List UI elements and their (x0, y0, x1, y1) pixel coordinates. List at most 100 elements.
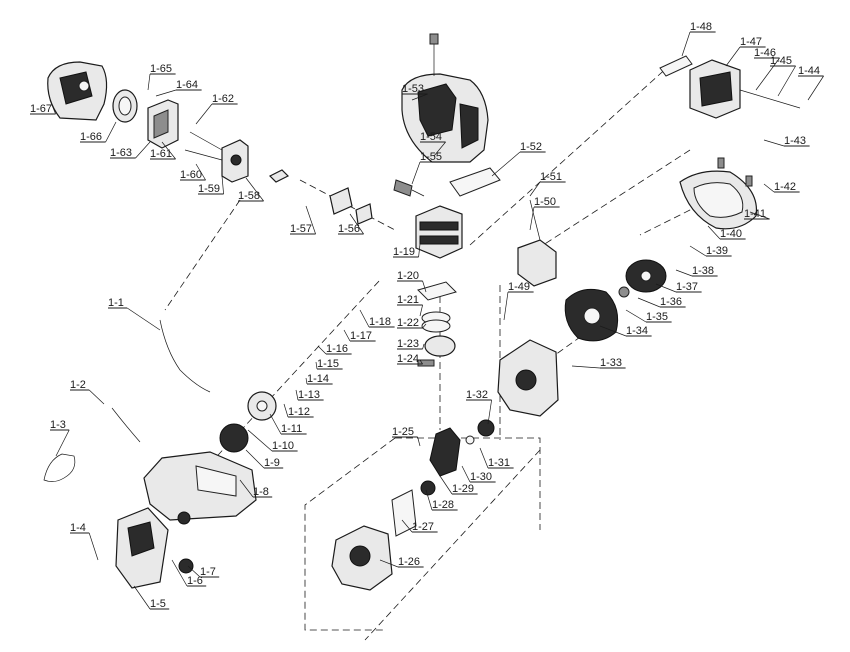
callout-leader-1-57 (305, 205, 316, 235)
callout-label-1-32: 1-32 (466, 389, 488, 401)
callout-label-1-35: 1-35 (646, 311, 668, 323)
callout-label-1-48: 1-48 (690, 21, 712, 33)
part-ignition-coil (517, 199, 557, 287)
callout-leader-1-45 (777, 65, 796, 97)
callout-label-1-59: 1-59 (198, 183, 220, 195)
callout-label-1-9: 1-9 (264, 457, 280, 469)
part-clutch (618, 259, 667, 298)
part-muffler (659, 55, 801, 119)
callout-leader-1-23 (422, 343, 425, 350)
callout-leader-1-63 (135, 141, 151, 159)
callout-leader-1-67 (49, 99, 56, 115)
callout-leader-1-59 (221, 175, 224, 195)
callout-leader-1-46 (755, 57, 780, 91)
callout-label-1-66: 1-66 (80, 131, 102, 143)
callout-label-1-8: 1-8 (253, 486, 269, 498)
callout-leader-1-66 (105, 121, 117, 143)
callout-label-1-16: 1-16 (326, 343, 348, 355)
callout-label-1-47: 1-47 (740, 36, 762, 48)
callout-label-1-34: 1-34 (626, 325, 648, 337)
part-crankcase-gasket (391, 489, 417, 537)
callout-leader-1-3 (55, 429, 70, 457)
callout-leader-1-37 (655, 283, 677, 293)
callout-label-1-43: 1-43 (784, 135, 806, 147)
callout-label-1-30: 1-30 (470, 471, 492, 483)
callout-label-1-3: 1-3 (50, 419, 66, 431)
callout-label-1-49: 1-49 (508, 281, 530, 293)
callout-leader-1-53 (411, 93, 428, 101)
part-air-filter-cover (47, 61, 108, 121)
callout-leader-1-26 (379, 559, 399, 568)
callout-leader-1-47 (725, 46, 741, 67)
callout-leader-1-10 (247, 429, 273, 452)
callout-labels: 1-11-21-31-41-51-61-71-81-91-101-111-121… (30, 21, 824, 610)
callout-leader-1-8 (239, 479, 254, 498)
part-air-filter-base (147, 99, 179, 149)
callout-leader-1-24 (419, 359, 423, 365)
callout-label-1-25: 1-25 (392, 426, 414, 438)
callout-leader-1-15 (315, 361, 318, 370)
callout-label-1-20: 1-20 (397, 270, 419, 282)
callout-label-1-14: 1-14 (307, 373, 329, 385)
part-air-filter-element (112, 89, 138, 123)
callout-leader-1-34 (599, 325, 627, 337)
callout-label-1-26: 1-26 (398, 556, 420, 568)
callout-leader-1-25 (417, 436, 421, 447)
part-heat-shield-plate (449, 167, 501, 197)
callout-leader-1-48 (681, 31, 691, 57)
callout-label-1-67: 1-67 (30, 103, 52, 115)
part-spark-plug (393, 179, 425, 197)
callout-leader-1-43 (763, 139, 785, 147)
callout-label-1-23: 1-23 (397, 338, 419, 350)
callout-leader-1-52 (491, 151, 521, 177)
callout-leader-1-19 (418, 243, 421, 258)
callout-label-1-52: 1-52 (520, 141, 542, 153)
callout-label-1-31: 1-31 (488, 457, 510, 469)
callout-label-1-18: 1-18 (369, 316, 391, 328)
callout-leader-1-36 (637, 297, 661, 308)
callout-label-1-4: 1-4 (70, 522, 86, 534)
callout-leader-1-11 (269, 413, 282, 435)
callout-leader-1-49 (503, 291, 509, 321)
callout-leader-1-31 (479, 447, 489, 469)
part-fuel-line (111, 319, 211, 443)
callout-label-1-55: 1-55 (420, 151, 442, 163)
callout-leader-1-27 (401, 519, 413, 533)
callout-label-1-11: 1-11 (281, 423, 302, 435)
callout-label-1-63: 1-63 (110, 147, 132, 159)
callout-leader-1-64 (155, 89, 177, 97)
callout-leader-1-14 (305, 377, 308, 385)
callout-leader-1-35 (625, 309, 647, 323)
part-carburetor (184, 131, 249, 183)
part-fuel-tank (143, 451, 257, 574)
callout-leader-1-1 (127, 307, 161, 331)
callout-leader-1-5 (133, 585, 151, 610)
callout-label-1-28: 1-28 (432, 499, 454, 511)
callout-label-1-27: 1-27 (412, 521, 434, 533)
callout-label-1-24: 1-24 (397, 353, 419, 365)
callout-leader-1-18 (359, 309, 370, 328)
part-engine-shroud (401, 33, 489, 163)
callout-leader-1-21 (419, 304, 423, 317)
callout-label-1-19: 1-19 (393, 246, 415, 258)
part-gaskets-intake (268, 169, 373, 225)
callout-leader-1-41 (749, 211, 770, 220)
callout-leader-1-50 (529, 206, 535, 231)
callout-label-1-51: 1-51 (540, 171, 562, 183)
callout-leader-1-38 (675, 269, 693, 277)
part-flywheel (564, 288, 619, 342)
callout-label-1-37: 1-37 (676, 281, 698, 293)
callout-leader-1-20 (422, 280, 427, 293)
callout-label-1-10: 1-10 (272, 440, 294, 452)
callout-label-1-57: 1-57 (290, 223, 312, 235)
callout-label-1-53: 1-53 (402, 83, 424, 95)
callout-leader-1-30 (461, 465, 471, 483)
callout-label-1-62: 1-62 (212, 93, 234, 105)
callout-leader-1-13 (295, 389, 299, 401)
callout-leader-1-58 (245, 177, 264, 202)
part-crankcase-halves (331, 339, 559, 591)
callout-label-1-38: 1-38 (692, 265, 714, 277)
callout-leader-1-16 (317, 345, 327, 355)
callout-leader-1-39 (689, 245, 707, 257)
callout-label-1-5: 1-5 (150, 598, 166, 610)
